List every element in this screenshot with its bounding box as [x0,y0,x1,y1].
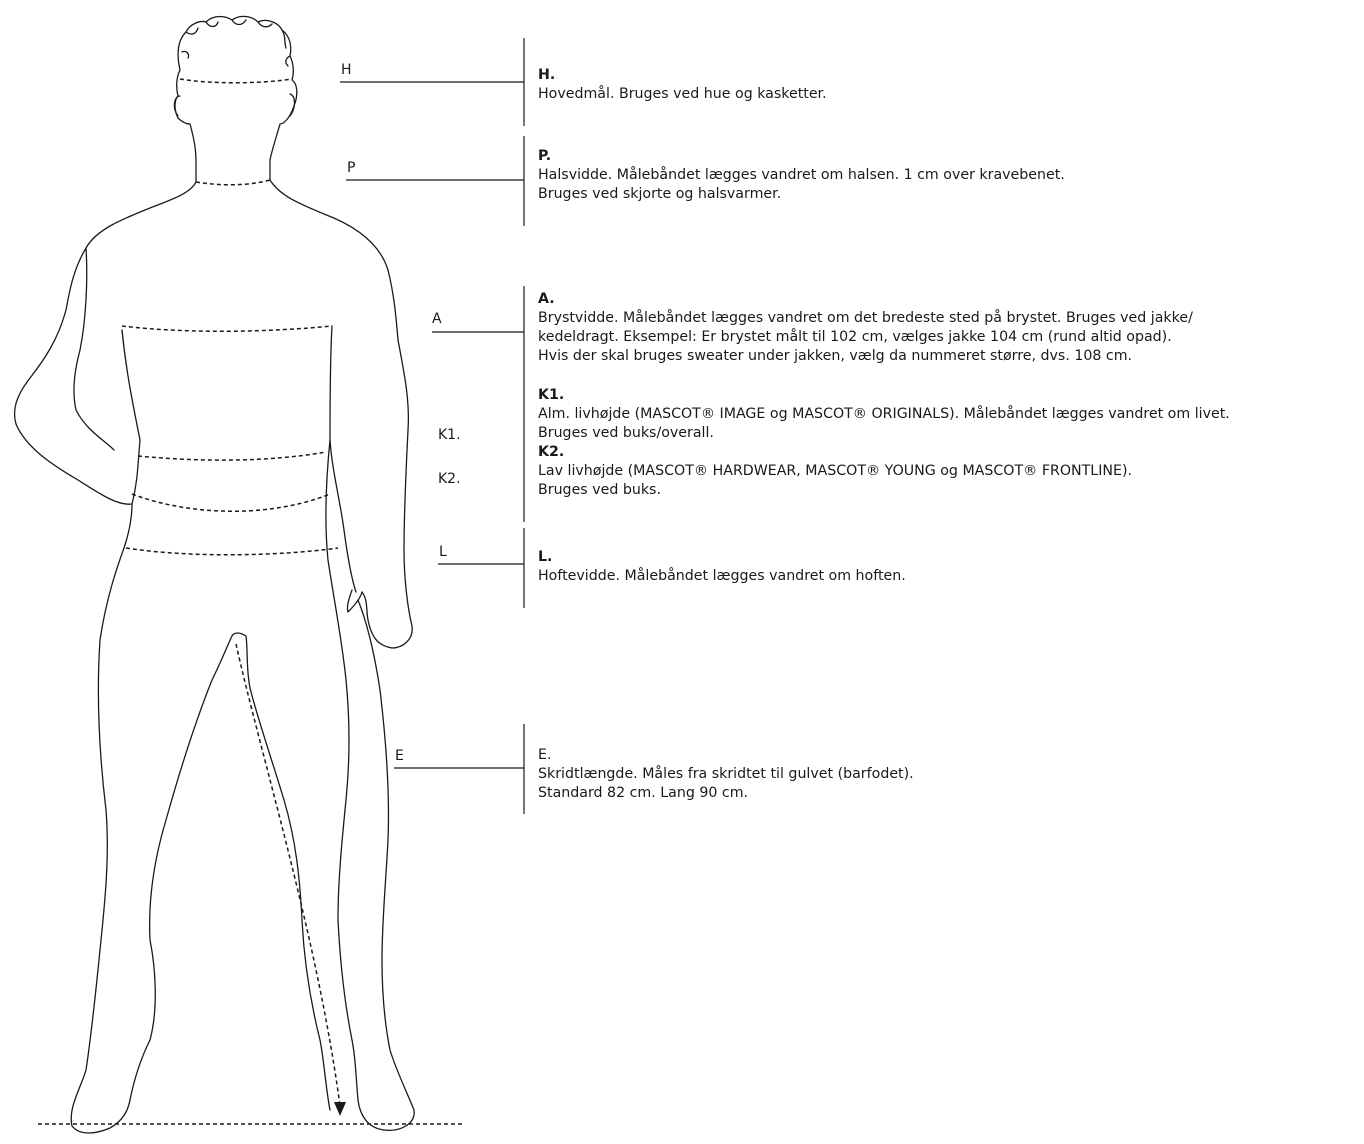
description-k2-line: Lav livhøjde (MASCOT® HARDWEAR, MASCOT® … [538,462,1132,481]
description-e: E. Skridtlængde. Måles fra skridtet til … [538,746,914,803]
description-a-line: Hvis der skal bruges sweater under jakke… [538,347,1193,366]
description-p-line: Halsvidde. Målebåndet lægges vandret om … [538,166,1065,185]
description-e-title: E. [538,746,914,765]
description-a-line: Brystvidde. Målebåndet lægges vandret om… [538,309,1193,328]
chest-measure-line [122,326,332,331]
right-torso [326,440,414,1130]
description-p-line: Bruges ved skjorte og halsvarmer. [538,185,1065,204]
description-k1-line: Alm. livhøjde (MASCOT® IMAGE og MASCOT® … [538,405,1230,424]
hair-curls [182,20,290,66]
hip-measure-line [126,548,338,555]
face-outline [175,70,196,182]
label-p: P [347,160,355,177]
description-h-title: H. [538,66,827,85]
waist-k2-measure-line [132,494,330,511]
label-l: L [439,544,447,561]
description-l-line: Hoftevidde. Målebåndet lægges vandret om… [538,567,906,586]
description-a: A. Brystvidde. Målebåndet lægges vandret… [538,290,1193,366]
description-h-line: Hovedmål. Bruges ved hue og kasketter. [538,85,827,104]
label-k1: K1. [438,427,461,444]
description-k1-line: Bruges ved buks/overall. [538,424,1230,443]
right-arm-inner [330,326,356,592]
crotch [232,633,250,688]
label-e: E [395,748,404,765]
description-k1: K1. Alm. livhøjde (MASCOT® IMAGE og MASC… [538,386,1230,443]
description-h: H. Hovedmål. Bruges ved hue og kasketter… [538,66,827,104]
description-k2: K2. Lav livhøjde (MASCOT® HARDWEAR, MASC… [538,443,1132,500]
description-e-line: Skridtlængde. Måles fra skridtet til gul… [538,765,914,784]
left-arm-inner [74,248,114,450]
description-e-line: Standard 82 cm. Lang 90 cm. [538,784,914,803]
inseam-measure-line [236,644,340,1106]
description-k2-title: K2. [538,443,1132,462]
neck-measure-line [196,180,270,185]
description-a-line: kedeldragt. Eksempel: Er brystet målt ti… [538,328,1193,347]
description-l-title: L. [538,548,906,567]
right-hand [347,590,362,612]
description-p-title: P. [538,147,1065,166]
waist-k1-measure-line [138,452,326,460]
label-h: H [341,62,352,79]
left-side-outline [15,182,196,504]
inner-right-leg [250,688,330,1110]
right-side-outline [270,180,412,648]
head-measure-line [180,79,292,83]
description-p: P. Halsvidde. Målebåndet lægges vandret … [538,147,1065,204]
inseam-arrow-head [334,1102,346,1116]
description-l: L. Hoftevidde. Målebåndet lægges vandret… [538,548,906,586]
description-k1-title: K1. [538,386,1230,405]
left-torso [71,504,232,1133]
label-k2: K2. [438,471,461,488]
label-a: A [432,311,442,328]
description-k2-line: Bruges ved buks. [538,481,1132,500]
description-a-title: A. [538,290,1193,309]
